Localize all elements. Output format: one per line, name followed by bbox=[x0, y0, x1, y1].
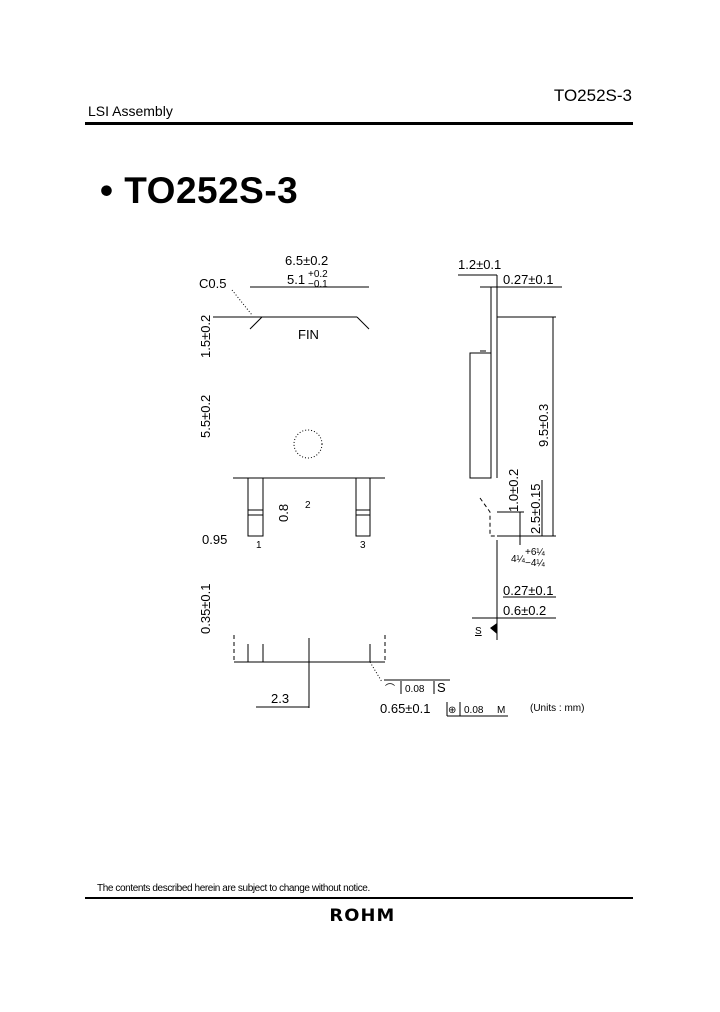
position-symbol: ⊕ bbox=[448, 705, 456, 716]
flatness-value: 0.08 bbox=[405, 684, 425, 695]
dim-fin-tol-minus: −0.1 bbox=[308, 279, 328, 290]
dim-width-overall: 6.5±0.2 bbox=[285, 253, 328, 268]
fin-label: FIN bbox=[298, 327, 319, 342]
flatness-datum: S bbox=[437, 680, 446, 695]
dim-side-lead-length: 2.5±0.15 bbox=[528, 483, 543, 534]
section-label: LSI Assembly bbox=[88, 103, 173, 119]
dim-fin-thickness: 0.27±0.1 bbox=[503, 272, 554, 287]
dim-height: 1.2±0.1 bbox=[458, 257, 501, 272]
lead-angle: 4¼ bbox=[511, 553, 526, 565]
footer-notice: The contents described herein are subjec… bbox=[97, 883, 370, 894]
dim-lead-length: 0.8 bbox=[276, 504, 291, 522]
bottom-view: 0.35±0.1 2.3 ⌒ 0.08 S 0.65±0.1 ⊕ 0.08 M … bbox=[198, 583, 584, 717]
position-modifier: M bbox=[497, 705, 505, 716]
package-code: TO252S-3 bbox=[553, 86, 632, 105]
header-divider bbox=[85, 122, 633, 125]
pin-1-label: 1 bbox=[256, 540, 262, 551]
rohm-logo: ROHM bbox=[329, 906, 396, 926]
dim-fin-width: 5.1 bbox=[287, 272, 305, 287]
dim-body-height: 5.5±0.2 bbox=[198, 395, 213, 438]
dim-lead-width: 0.65±0.1 bbox=[380, 701, 431, 716]
flatness-symbol: ⌒ bbox=[385, 683, 395, 695]
pin-2-label: 2 bbox=[305, 500, 311, 511]
dim-fin-height: 1.5±0.2 bbox=[198, 315, 213, 358]
dim-lead-thickness: 0.27±0.1 bbox=[503, 583, 554, 598]
datum-label: S bbox=[475, 626, 482, 637]
dim-lead-pitch: 0.95 bbox=[202, 532, 227, 547]
dim-lead-offset: 1.0±0.2 bbox=[506, 469, 521, 512]
lead-angle-tol-minus: −4¼ bbox=[525, 557, 545, 569]
units-note: (Units : mm) bbox=[530, 703, 584, 714]
front-view: 6.5±0.2 5.1 +0.2 −0.1 C0.5 FIN 1.5±0.2 5… bbox=[198, 253, 385, 551]
dim-thickness: 0.35±0.1 bbox=[198, 583, 213, 634]
lead-angle-tol-plus: +6¼ bbox=[525, 546, 545, 558]
position-value: 0.08 bbox=[464, 705, 484, 716]
dim-chamfer: C0.5 bbox=[199, 276, 226, 291]
dim-pitch: 2.3 bbox=[271, 691, 289, 706]
dim-standoff: 0.6±0.2 bbox=[503, 603, 546, 618]
pin-3-label: 3 bbox=[360, 540, 366, 551]
dim-fin-tol-plus: +0.2 bbox=[308, 269, 328, 280]
dim-total-length: 9.5±0.3 bbox=[536, 404, 551, 447]
page-title: • TO252S-3 bbox=[100, 170, 299, 211]
side-view: 1.2±0.1 0.27±0.1 9.5±0.3 1.0±0.2 2.5±0.1… bbox=[458, 257, 562, 640]
footer-divider bbox=[85, 897, 633, 899]
